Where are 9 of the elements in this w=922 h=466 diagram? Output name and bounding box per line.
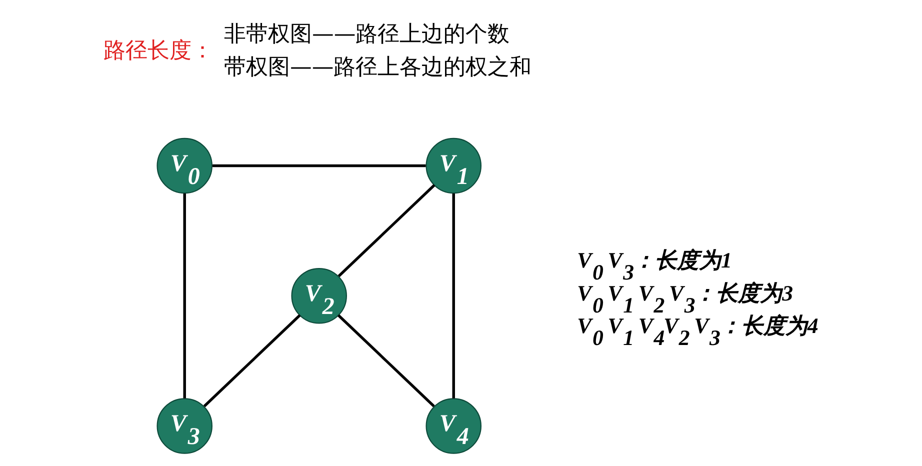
connector <box>212 164 426 168</box>
label: 路径长度： <box>104 38 214 64</box>
connector <box>203 314 301 408</box>
label: 非带权图——路径上边的个数 <box>224 22 510 48</box>
connector <box>183 194 186 398</box>
connector <box>338 184 436 278</box>
connector <box>337 314 435 408</box>
connector <box>452 194 455 398</box>
label: 带权图——路径上各边的权之和 <box>224 54 532 80</box>
